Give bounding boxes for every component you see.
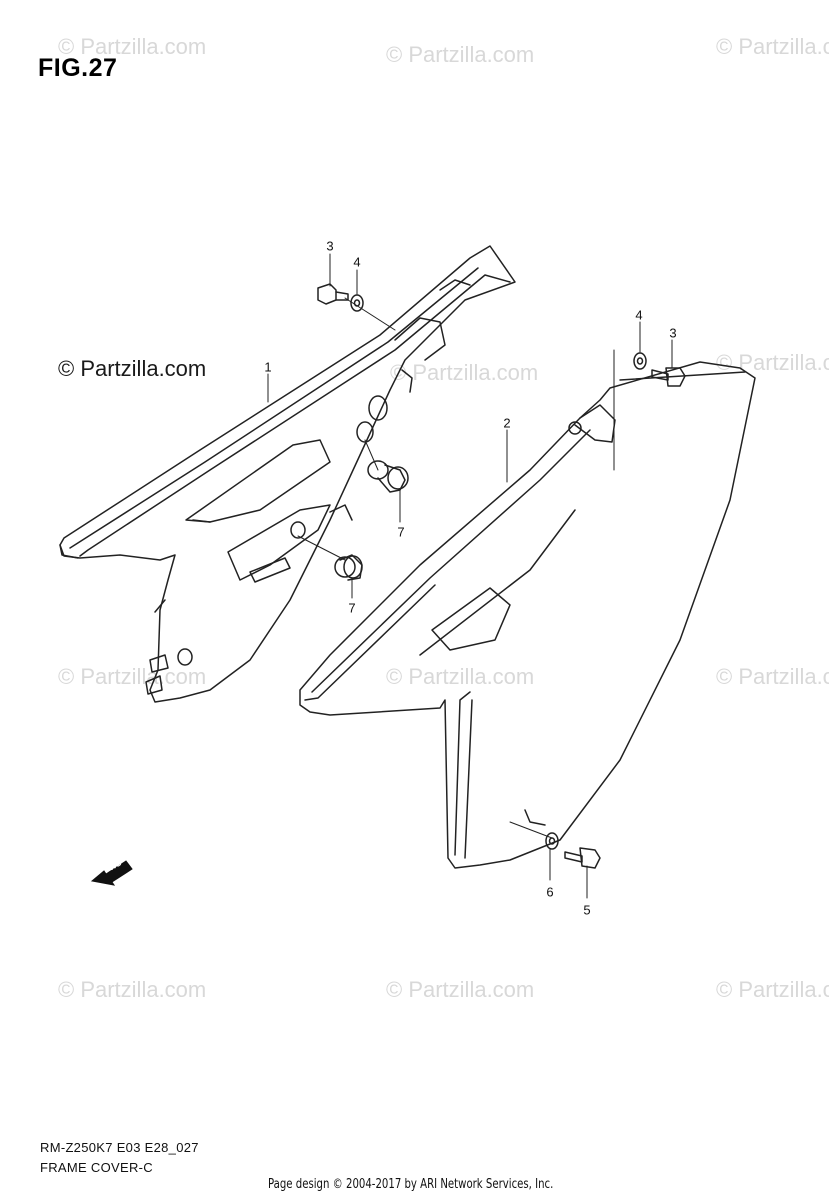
bolt-top-left: [317, 283, 349, 305]
watermark-prominent: © Partzilla.com: [58, 356, 207, 381]
watermark: © Partzilla.com: [716, 664, 829, 689]
figure-title: FIG.27: [38, 54, 118, 82]
leader-lines: [267, 253, 673, 899]
callout-7: 7: [397, 524, 405, 540]
spacer-collar: [334, 460, 409, 581]
watermark: © Partzilla.com: [386, 664, 535, 689]
watermark: © Partzilla.com: [716, 977, 829, 1002]
callout-5: 5: [583, 902, 591, 918]
watermark: © Partzilla.com: [386, 977, 535, 1002]
frame-cover-left: [59, 245, 516, 703]
bolt-top-right: [651, 367, 686, 387]
watermark: © Partzilla.com: [58, 34, 207, 59]
page-credit: Page design © 2004-2017 by ARI Network S…: [268, 1177, 554, 1192]
bolt-bottom: [564, 847, 601, 869]
watermark: © Partzilla.com: [716, 350, 829, 375]
callout-1: 1: [264, 359, 272, 375]
washer-top-right: [633, 352, 647, 370]
callout-3: 3: [326, 238, 334, 254]
section-name: FRAME COVER-C: [40, 1160, 153, 1175]
callout-4: 4: [635, 307, 643, 323]
watermark: © Partzilla.com: [386, 42, 535, 67]
callout-3: 3: [669, 325, 677, 341]
frame-cover-right: [299, 361, 756, 869]
watermark: © Partzilla.com: [390, 360, 539, 385]
callout-4: 4: [353, 254, 361, 270]
watermark: © Partzilla.com: [716, 34, 829, 59]
forward-arrow-icon: [90, 860, 133, 886]
watermark: © Partzilla.com: [58, 664, 207, 689]
model-code: RM-Z250K7 E03 E28_027: [40, 1140, 199, 1155]
callout-2: 2: [503, 415, 511, 431]
watermark: © Partzilla.com: [58, 977, 207, 1002]
callout-6: 6: [546, 884, 554, 900]
callout-7: 7: [348, 600, 356, 616]
